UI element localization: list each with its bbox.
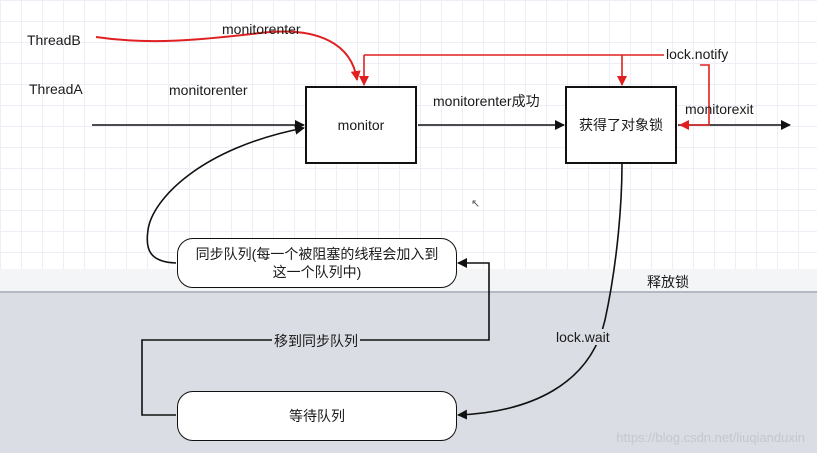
watermark: https://blog.csdn.net/liuqianduxin: [616, 430, 805, 445]
move-to-sync-label: 移到同步队列: [272, 333, 360, 349]
monitor-box-label: monitor: [337, 117, 385, 133]
mouse-cursor-icon: ↖: [471, 198, 481, 210]
sync-queue-line2: 这一个队列中): [272, 264, 362, 280]
thread-a-label: ThreadA: [29, 81, 83, 97]
monitorexit-label: monitorexit: [685, 101, 754, 117]
lock-wait-label: lock.wait: [555, 329, 611, 345]
notify-loop-back: [679, 64, 710, 130]
monitorenter-success-label: monitorenter成功: [433, 93, 540, 109]
thread-b-curve: [95, 30, 361, 81]
monitorenter-a-label: monitorenter: [169, 82, 248, 98]
monitor-box: [305, 86, 417, 164]
sync-queue-box: [177, 238, 457, 288]
sync-queue-line1: 同步队列(每一个被阻塞的线程会加入到: [195, 246, 439, 262]
thread-b-label: ThreadB: [27, 32, 81, 48]
lock-obtained-box: [565, 86, 677, 164]
lock-notify-label: lock.notify: [666, 46, 729, 62]
release-lock-label: 释放锁: [647, 274, 689, 290]
wait-queue-box: [177, 391, 457, 441]
sync-to-monitor-curve: [146, 124, 305, 264]
monitorenter-b-label: monitorenter: [222, 21, 301, 37]
lock-obtained-label: 获得了对象锁: [579, 117, 663, 133]
divider-line: [0, 291, 817, 293]
lock-wait-curve: [457, 163, 623, 420]
wait-queue-label: 等待队列: [289, 408, 345, 424]
